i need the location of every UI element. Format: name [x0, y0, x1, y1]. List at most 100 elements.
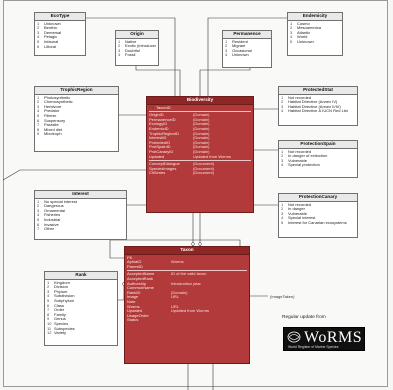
worms-globe-icon [287, 331, 301, 343]
item-number: 3 [37, 208, 40, 213]
field-name: ParentID [127, 264, 143, 269]
item-label: Not recorded [288, 95, 312, 100]
item-label: Subdivision [54, 294, 75, 299]
item-label: Habitat Directive (Annex II/IV) [288, 104, 341, 109]
item-number: 7 [47, 308, 50, 313]
item-label: Atlantic [297, 30, 311, 35]
field-name: ProtSpainID [149, 145, 171, 150]
list-item: 4 Predator [37, 109, 116, 114]
item-label: Predator [44, 109, 60, 114]
item-number: 2 [281, 207, 284, 212]
field-type: ID of the valid taxon [171, 272, 207, 277]
item-number: 3 [281, 158, 284, 163]
item-label: Mixotroph [44, 132, 62, 137]
field-type: (Domain) [171, 290, 188, 295]
field-name: Updated [127, 309, 143, 314]
worms-logo-text: WoRMS [304, 329, 363, 346]
item-number: 9 [47, 317, 50, 322]
list-item: 3 Doubtful [118, 49, 156, 54]
item-label: Industrial [44, 217, 61, 222]
field-row: ConceptDialogue (Document) [149, 162, 251, 167]
field-name: TrophicRegionID [149, 131, 179, 136]
field-row: UsageOrder [127, 314, 247, 319]
item-number: 1 [290, 21, 293, 26]
item-number: 3 [281, 211, 284, 216]
item-label: Fossil [125, 53, 136, 58]
item-number: 5 [37, 39, 40, 44]
pk-label: PK [149, 105, 155, 110]
item-number: 8 [47, 312, 50, 317]
item-number: 4 [37, 109, 40, 114]
item-number: 5 [281, 220, 284, 225]
item-label: Littoral [44, 44, 57, 49]
item-number: 10 [47, 321, 52, 326]
field-type: (Document) [193, 171, 214, 176]
item-label: Genus [54, 317, 66, 322]
item-label: Pelagic [44, 35, 58, 40]
item-label: Unknown [44, 21, 61, 26]
item-label: Resident [232, 39, 248, 44]
item-number: 3 [118, 48, 121, 53]
worms-logo: WoRMS World Register of Marine Species [283, 327, 365, 351]
regular-update-label: Regular update from [282, 315, 326, 320]
link-taxon-self [109, 239, 241, 259]
item-label: Parasite [44, 123, 59, 128]
item-label: Benthic [44, 26, 58, 31]
item-label: Family [54, 312, 66, 317]
item-number: 4 [37, 213, 40, 218]
item-label: Special protection [288, 163, 320, 168]
item-number: 12 [47, 331, 52, 336]
item-label: Unknown [232, 53, 249, 58]
item-label: Phylum [54, 289, 68, 294]
item-number: 3 [281, 104, 284, 109]
item-label: Species [54, 321, 69, 326]
field-row: InterestID(Domain) [149, 136, 251, 141]
field-type: (Document) [193, 166, 214, 171]
item-number: 6 [37, 44, 40, 49]
item-label: Filterer [44, 113, 57, 118]
field-type: (Domain) [193, 145, 210, 150]
list-item: 9 Genus [47, 317, 115, 322]
field-type: (Document) [193, 162, 214, 167]
table-title: EcoType [35, 13, 85, 21]
item-number: 1 [225, 39, 228, 44]
item-label: Doubtful [125, 48, 140, 53]
item-label: Subphylum [54, 298, 75, 303]
field-name: PK [127, 255, 133, 260]
item-label: Demersal [44, 30, 62, 35]
field-row: ProtectedID(Domain) [149, 141, 251, 146]
field-name: ConceptDialogue [149, 162, 180, 167]
item-number: 2 [225, 44, 228, 49]
field-name: AcceptedName [127, 272, 155, 277]
field-name: CommonName [127, 286, 154, 291]
field-row: AcceptedName ID of the valid taxon [127, 272, 247, 277]
field-row: OriginID(Domain) [149, 113, 251, 118]
table-title: Biodiversity [147, 97, 253, 105]
field-name: UsageOrder [127, 313, 149, 318]
item-label: Photosynthetic [44, 95, 71, 100]
